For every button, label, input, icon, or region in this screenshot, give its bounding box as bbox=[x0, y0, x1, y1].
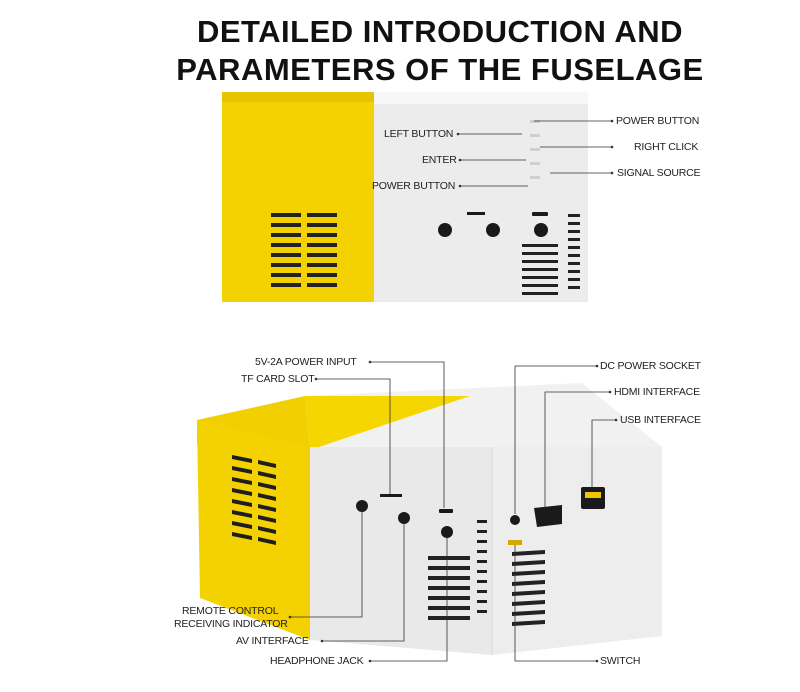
label-dc-power-socket: DC POWER SOCKET bbox=[600, 360, 701, 372]
hdmi-port bbox=[534, 505, 562, 527]
bottom-yellow-side bbox=[197, 420, 310, 640]
label-right-click: RIGHT CLICK bbox=[634, 141, 699, 153]
label-switch: SWITCH bbox=[600, 655, 641, 667]
top-side-vents bbox=[271, 213, 337, 287]
label-remote-control-line2: RECEIVING INDICATOR bbox=[174, 618, 288, 630]
top-white-body bbox=[374, 92, 588, 302]
label-left-button: LEFT BUTTON bbox=[384, 128, 454, 140]
bottom-white-front bbox=[310, 447, 492, 655]
bottom-front-vents bbox=[428, 520, 487, 620]
label-av-interface: AV INTERFACE bbox=[236, 635, 309, 647]
top-remote-receiver bbox=[438, 223, 452, 237]
bottom-leader-lines bbox=[290, 361, 616, 662]
remote-receiver bbox=[356, 500, 368, 512]
top-power-input bbox=[532, 212, 548, 216]
page-title-line-1: DETAILED INTRODUCTION AND bbox=[196, 14, 684, 49]
power-input-port bbox=[439, 509, 453, 513]
label-headphone-jack: HEADPHONE JACK bbox=[270, 655, 364, 667]
top-view-projector bbox=[222, 92, 614, 302]
label-hdmi-interface: HDMI INTERFACE bbox=[614, 386, 700, 398]
bottom-right-vents bbox=[512, 550, 545, 626]
power-switch bbox=[508, 540, 522, 545]
top-tf-slot bbox=[467, 212, 485, 215]
top-headphone-port bbox=[534, 223, 548, 237]
top-buttons bbox=[530, 120, 540, 179]
label-usb-interface: USB INTERFACE bbox=[620, 414, 701, 426]
label-power-button-right: POWER BUTTON bbox=[616, 115, 700, 127]
label-tf-card-slot: TF CARD SLOT bbox=[241, 373, 315, 385]
label-enter: ENTER bbox=[422, 154, 457, 166]
dc-power-socket bbox=[510, 515, 520, 525]
top-back-vents bbox=[522, 214, 580, 295]
headphone-port bbox=[441, 526, 453, 538]
page-title-line-2: PARAMETERS OF THE FUSELAGE bbox=[176, 52, 704, 87]
label-signal-source: SIGNAL SOURCE bbox=[617, 167, 701, 179]
tf-card-slot bbox=[380, 494, 402, 497]
bottom-side-vents bbox=[232, 455, 276, 545]
label-remote-control-line1: REMOTE CONTROL bbox=[182, 605, 279, 617]
av-port bbox=[398, 512, 410, 524]
label-power-button-left: POWER BUTTON bbox=[372, 180, 456, 192]
top-leader-lines bbox=[458, 120, 612, 187]
bottom-view-projector bbox=[197, 360, 662, 663]
top-yellow-body bbox=[222, 92, 374, 302]
top-av-port bbox=[486, 223, 500, 237]
label-power-input: 5V-2A POWER INPUT bbox=[255, 356, 357, 368]
